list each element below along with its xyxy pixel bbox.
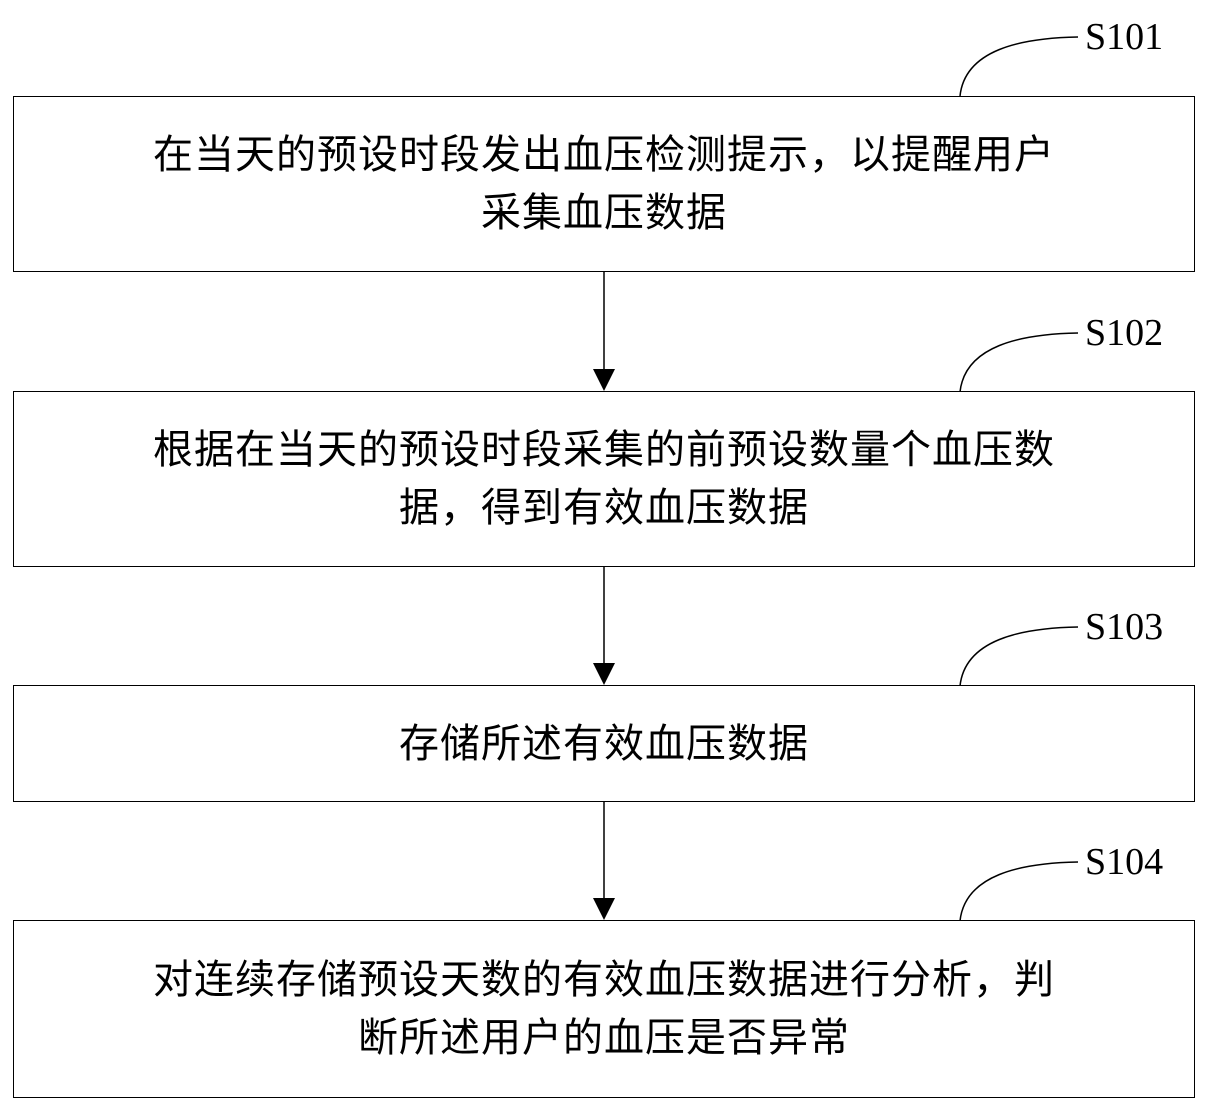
step-text-line: 存储所述有效血压数据 [399, 715, 809, 773]
step-text-line: 根据在当天的预设时段采集的前预设数量个血压数 [153, 421, 1055, 479]
label-leader-s104 [960, 862, 1078, 921]
arrow-s101-s102-head [593, 369, 615, 391]
step-label-s103: S103 [1085, 608, 1163, 646]
arrow-s102-s103-head [593, 663, 615, 685]
step-text-s102: 根据在当天的预设时段采集的前预设数量个血压数 据，得到有效血压数据 [113, 421, 1095, 537]
step-box-s102: 根据在当天的预设时段采集的前预设数量个血压数 据，得到有效血压数据 [13, 391, 1195, 567]
step-text-s103: 存储所述有效血压数据 [359, 715, 849, 773]
step-text-line: 据，得到有效血压数据 [153, 479, 1055, 537]
label-leader-s103 [960, 627, 1078, 686]
label-leader-s101 [960, 37, 1078, 96]
step-box-s101: 在当天的预设时段发出血压检测提示，以提醒用户 采集血压数据 [13, 96, 1195, 272]
label-leader-s102 [960, 333, 1078, 392]
step-text-s101: 在当天的预设时段发出血压检测提示，以提醒用户 采集血压数据 [113, 126, 1095, 242]
step-text-s104: 对连续存储预设天数的有效血压数据进行分析，判 断所述用户的血压是否异常 [113, 951, 1095, 1067]
step-text-line: 采集血压数据 [153, 184, 1055, 242]
step-label-s102: S102 [1085, 314, 1163, 352]
step-label-s104: S104 [1085, 843, 1163, 881]
arrow-s103-s104-head [593, 898, 615, 920]
step-box-s103: 存储所述有效血压数据 [13, 685, 1195, 802]
step-text-line: 在当天的预设时段发出血压检测提示，以提醒用户 [153, 126, 1055, 184]
step-label-s101: S101 [1085, 18, 1163, 56]
step-text-line: 对连续存储预设天数的有效血压数据进行分析，判 [153, 951, 1055, 1009]
step-text-line: 断所述用户的血压是否异常 [153, 1009, 1055, 1067]
step-box-s104: 对连续存储预设天数的有效血压数据进行分析，判 断所述用户的血压是否异常 [13, 920, 1195, 1098]
